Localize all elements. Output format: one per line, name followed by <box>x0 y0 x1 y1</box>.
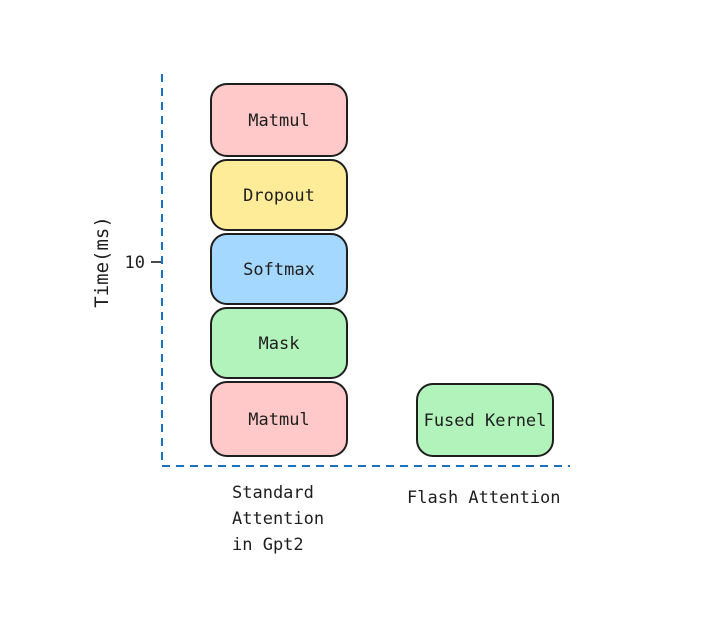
bar-segment-matmul <box>210 381 348 457</box>
bar-segment-label: Mask <box>259 334 300 354</box>
bar-segment-mask <box>210 307 348 379</box>
bar-segment-label: Fused Kernel <box>424 411 547 431</box>
bar-segment-matmul <box>210 83 348 157</box>
bar-segment-softmax <box>210 233 348 305</box>
y-tick-label-10: 10 <box>125 253 145 273</box>
category-label-flash-attention: Flash Attention <box>407 488 561 508</box>
bar-segment-label: Dropout <box>243 186 315 206</box>
bar-segment-label: Softmax <box>243 260 315 280</box>
bar-segment-fused-kernel <box>416 383 554 457</box>
bar-segment-dropout <box>210 159 348 231</box>
bar-segment-label: Matmul <box>248 111 309 131</box>
bar-segment-label: Matmul <box>248 410 309 430</box>
category-label-standard-attention: Standard Attention in Gpt2 <box>232 483 325 555</box>
y-axis-label: Time(ms) <box>91 216 113 308</box>
